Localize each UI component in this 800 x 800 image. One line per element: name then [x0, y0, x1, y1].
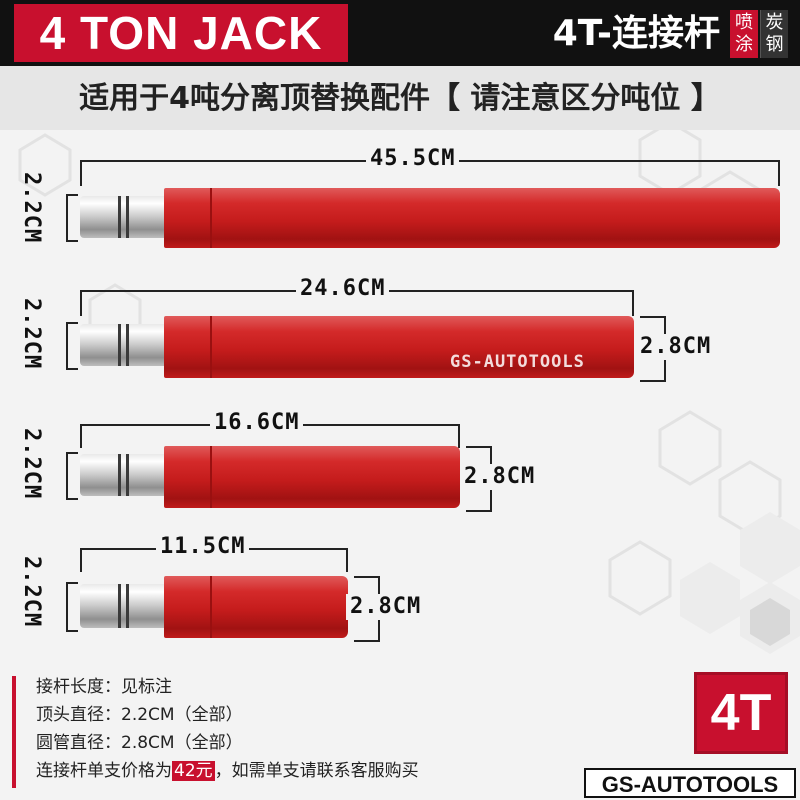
product-title: 4 TON JACK [14, 4, 348, 62]
rod-1-tick-left [80, 160, 82, 186]
rod-3-tip-bracket [66, 452, 78, 500]
rod-4-red-tube [164, 576, 348, 638]
rod-3-tube-diameter: 2.8CM [460, 464, 540, 490]
rod-4-tube-diameter: 2.8CM [346, 594, 426, 620]
rod-2-red-tube [164, 316, 634, 378]
rod-2-seam [210, 316, 212, 378]
brand-logo: GS-AUTOTOOLS [584, 768, 796, 798]
price-suffix: ，如需单支请联系客服购买 [214, 761, 419, 781]
rod-1-groove [118, 196, 121, 238]
specs-accent-bar [12, 676, 16, 788]
rod-4-steel-tip [80, 584, 166, 628]
rod-3-tip-diameter: 2.2CM [19, 428, 44, 500]
rod-4-tick-right [346, 548, 348, 572]
rod-2-steel-tip [80, 324, 166, 366]
rod-1-steel-tip [80, 196, 166, 238]
rod-3-groove [118, 454, 121, 496]
rod-4-length: 11.5CM [156, 534, 250, 560]
specs-panel: 接杆长度：见标注 顶头直径：2.2CM（全部） 圆管直径：2.8CM（全部） 连… [12, 672, 512, 792]
rod-4-tip-bracket [66, 582, 78, 632]
tonnage-badge: 4T [694, 672, 788, 754]
rod-2-groove [118, 324, 121, 366]
rod-4-groove [118, 584, 121, 628]
rod-1-tip-bracket [66, 194, 78, 242]
compatibility-banner: 适用于4吨分离顶替换配件【 请注意区分吨位 】 [0, 66, 800, 130]
rod-1-tip-diameter: 2.2CM [19, 172, 44, 244]
rod-3-steel-tip [80, 454, 166, 496]
rod-2-tube-diameter: 2.8CM [636, 334, 716, 360]
rod-4-seam [210, 576, 212, 638]
rod-2-tick-left [80, 290, 82, 316]
rod-3-tick-left [80, 424, 82, 448]
rod-3-groove [126, 454, 129, 496]
rod-2-tip-bracket [66, 322, 78, 370]
rod-4-tick-left [80, 548, 82, 572]
rod-1-tick-right [778, 160, 780, 186]
price-value: 42元 [172, 761, 215, 781]
header-bar: 4 TON JACK 4T-连接杆 喷涂 炭钢 [0, 0, 800, 66]
spec-rod-length: 接杆长度：见标注 [36, 677, 172, 697]
rod-1-length: 45.5CM [366, 146, 460, 172]
watermark: GS-AUTOTOOLS [450, 352, 585, 372]
product-subtitle: 4T-连接杆 [552, 13, 720, 54]
rod-1-red-tube [164, 188, 780, 248]
rod-3-tick-right [458, 424, 460, 448]
rod-3-red-tube [164, 446, 460, 508]
rod-2-tip-diameter: 2.2CM [19, 298, 44, 370]
rod-2-tick-right [632, 290, 634, 316]
coating-badge: 喷涂 [730, 10, 758, 58]
rod-2-length: 24.6CM [296, 276, 390, 302]
rod-3-seam [210, 446, 212, 508]
rod-1-groove [126, 196, 129, 238]
rod-4-groove [126, 584, 129, 628]
spec-tip-diameter: 顶头直径：2.2CM（全部） [36, 705, 243, 725]
price-prefix: 连接杆单支价格为 [36, 761, 172, 781]
rod-3-length: 16.6CM [210, 410, 304, 436]
rod-4-tip-diameter: 2.2CM [19, 556, 44, 628]
material-badge: 炭钢 [760, 10, 788, 58]
spec-tube-diameter: 圆管直径：2.8CM（全部） [36, 733, 243, 753]
rod-1-seam [210, 188, 212, 248]
rod-2-groove [126, 324, 129, 366]
